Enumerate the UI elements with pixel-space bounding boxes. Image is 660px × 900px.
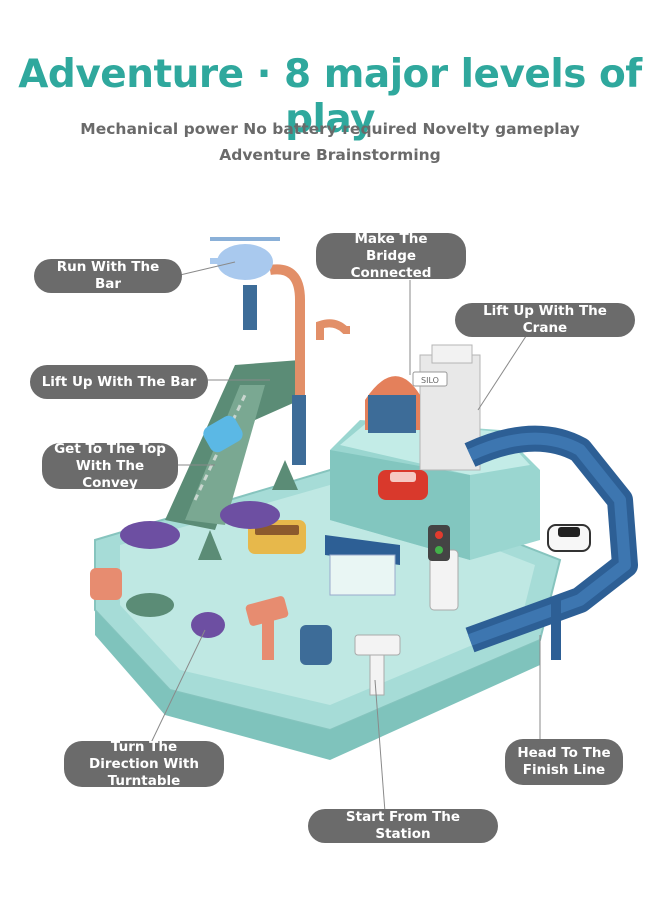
- purple-turntable-right: [220, 501, 280, 529]
- purple-turntable-left: [120, 521, 180, 549]
- orange-pipe-2: [316, 319, 350, 340]
- callout-make-the-bridge-connected: Make The Bridge Connected: [316, 231, 466, 281]
- callout-run-with-the-bar: Run With The Bar: [34, 259, 182, 293]
- callout-start-from-the-station: Start From The Station: [308, 809, 498, 843]
- traffic-light-red: [435, 531, 443, 539]
- tree-1: [198, 530, 222, 560]
- police-car-window: [558, 527, 580, 537]
- blue-car: [203, 415, 243, 453]
- blue-track-inner: [467, 432, 631, 646]
- track-support: [551, 600, 561, 660]
- traffic-light: [428, 525, 450, 561]
- yellow-bus-window: [255, 525, 299, 535]
- callout-lift-up-with-the-crane: Lift Up With The Crane: [455, 303, 635, 337]
- subtitle-line-1: Mechanical power No battery required Nov…: [80, 120, 580, 138]
- white-station: [354, 634, 401, 656]
- orange-cylinder: [90, 568, 122, 600]
- page-title: Adventure · 8 major levels of play: [18, 52, 642, 142]
- callout-turn-the-direction: Turn The Direction With Turntable: [64, 739, 224, 789]
- orange-hammer: [245, 596, 289, 626]
- callout-get-to-the-top: Get To The Top With The Convey: [42, 441, 178, 491]
- green-ramp-track: [185, 385, 265, 525]
- blue-pole: [292, 395, 306, 465]
- tree-2: [272, 460, 298, 490]
- orange-handle: [262, 620, 274, 660]
- callout-head-to-the-finish-line: Head To The Finish Line: [505, 739, 623, 785]
- red-car-window: [390, 472, 416, 482]
- green-disc: [126, 593, 174, 617]
- helicopter-tail: [210, 258, 230, 264]
- station-body: [329, 554, 396, 596]
- helicopter-rotor: [210, 237, 280, 241]
- crane-sign-text: SILO: [421, 376, 439, 385]
- purple-knob: [191, 612, 225, 638]
- blue-cylinder: [300, 625, 332, 665]
- traffic-light-green: [435, 546, 443, 554]
- bridge-base: [368, 395, 416, 433]
- white-station-post: [369, 654, 385, 696]
- helicopter-stand: [243, 285, 257, 330]
- orange-pipe: [269, 264, 305, 440]
- crane-sign: [412, 371, 448, 387]
- crane-roof: [431, 344, 473, 364]
- subtitle-line-2: Adventure Brainstorming: [219, 146, 441, 164]
- base-front: [95, 610, 540, 760]
- callout-lift-up-with-the-bar: Lift Up With The Bar: [30, 365, 208, 399]
